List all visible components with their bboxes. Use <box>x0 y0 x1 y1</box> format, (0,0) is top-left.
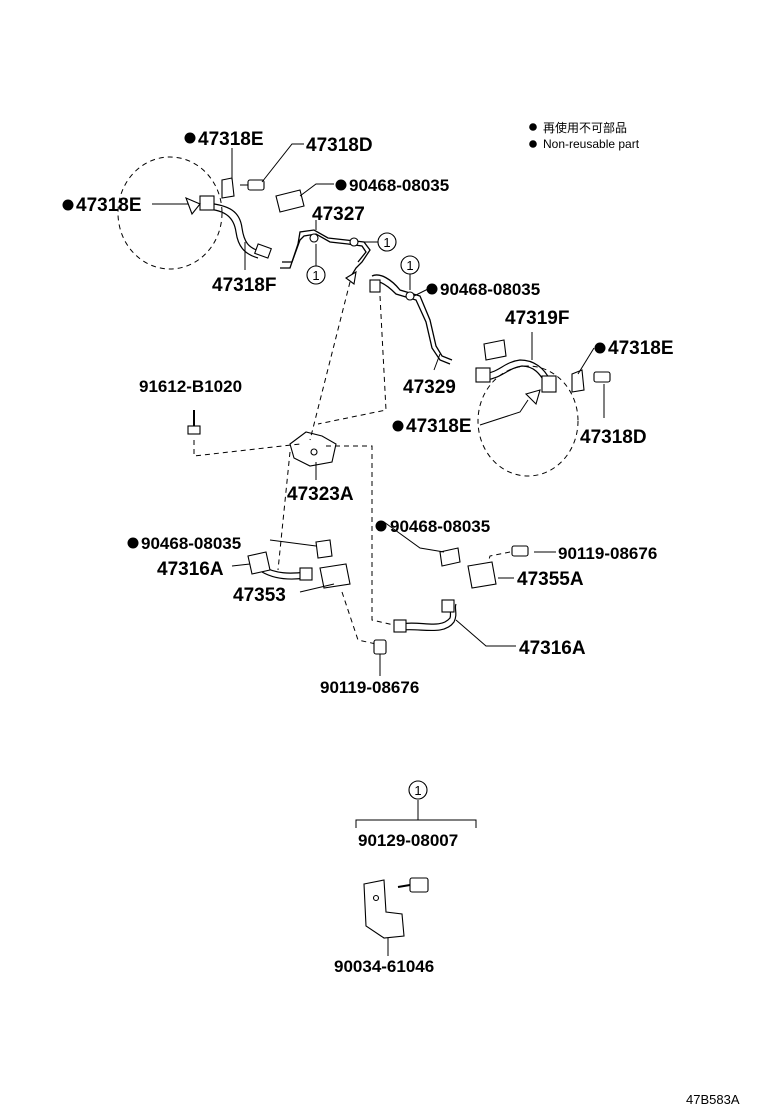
inset-bracket-assembly <box>363 877 429 939</box>
callout-text-b: 1 <box>383 235 390 250</box>
label-47323A: 47323A <box>287 484 354 505</box>
figure-code: 47B583A <box>686 1092 740 1107</box>
label-47318F: 47318F <box>212 275 276 296</box>
label-90119-right: 90119-08676 <box>558 544 657 563</box>
label-90468-top: 90468-08035 <box>349 176 449 195</box>
legend-note-en: Non-reusable part <box>543 137 640 151</box>
right-wheel-outline <box>477 365 579 477</box>
legend-note-ja: 再使用不可部品 <box>543 120 627 135</box>
bracket-47353 <box>319 563 351 589</box>
top-clip <box>221 177 235 199</box>
left-hose-clip <box>185 196 201 216</box>
pipe-47327 <box>280 229 371 285</box>
callout-circle-d <box>408 780 428 800</box>
label-90034: 90034-61046 <box>334 957 434 976</box>
callout-text-d: 1 <box>414 783 421 798</box>
right-hose-47319F <box>475 359 611 406</box>
bracket-47355A <box>467 561 497 589</box>
clip-90468-top <box>275 189 305 213</box>
callout-text-a: 1 <box>312 268 319 283</box>
bolt-90129 <box>409 877 429 893</box>
clip-90468-lowleft <box>315 539 333 559</box>
bracket-47323A <box>289 431 337 467</box>
callout-circle-a <box>306 265 326 285</box>
label-47316A-left: 47316A <box>157 559 224 580</box>
label-47327: 47327 <box>312 204 365 225</box>
legend: 再使用不可部品 Non-reusable part <box>529 120 640 151</box>
callout-text-c: 1 <box>406 258 413 273</box>
label-90468-lowleft: 90468-08035 <box>141 534 241 553</box>
label-47353: 47353 <box>233 585 286 606</box>
label-47318D-top: 47318D <box>306 135 373 156</box>
legend-bullet-en <box>529 140 537 148</box>
clip-90468-mid <box>483 339 507 361</box>
label-47318E-right: 47318E <box>608 338 674 359</box>
bolt-90119-right <box>511 545 529 557</box>
label-47316A-right: 47316A <box>519 638 586 659</box>
nonreusable-markers <box>62 132 606 549</box>
label-47318E-top: 47318E <box>198 129 264 150</box>
label-47318E-center: 47318E <box>406 416 472 437</box>
lower-left-hose <box>247 539 351 589</box>
label-47329: 47329 <box>403 377 456 398</box>
left-wheel-outline <box>117 156 223 270</box>
label-91612: 91612-B1020 <box>139 377 242 396</box>
callout-circle-b <box>377 232 397 252</box>
label-90119-bottom: 90119-08676 <box>320 678 419 697</box>
upper-left-hose <box>185 177 272 259</box>
bolt-47318D-top <box>240 179 265 191</box>
label-47318E-left: 47318E <box>76 195 142 216</box>
pipe-47329 <box>369 274 453 365</box>
label-47355A: 47355A <box>517 569 584 590</box>
bolt-91612 <box>187 410 201 435</box>
bolt-90119-bottom <box>373 639 387 655</box>
lower-right-hose <box>393 599 457 633</box>
callouts: 1 1 1 1 <box>306 232 428 800</box>
bolt-47318D-right <box>593 371 611 383</box>
clip-90468-lowright <box>439 547 461 567</box>
label-47318D-right: 47318D <box>580 427 647 448</box>
label-90468-lowright: 90468-08035 <box>390 517 490 536</box>
right-clip <box>571 369 585 393</box>
leader-lines <box>152 143 605 956</box>
bracket-90034 <box>363 879 405 939</box>
callout-circle-c <box>400 255 420 275</box>
legend-bullet-ja <box>529 123 537 131</box>
label-47319F: 47319F <box>505 308 569 329</box>
label-90129: 90129-08007 <box>358 831 458 850</box>
label-90468-mid: 90468-08035 <box>440 280 540 299</box>
